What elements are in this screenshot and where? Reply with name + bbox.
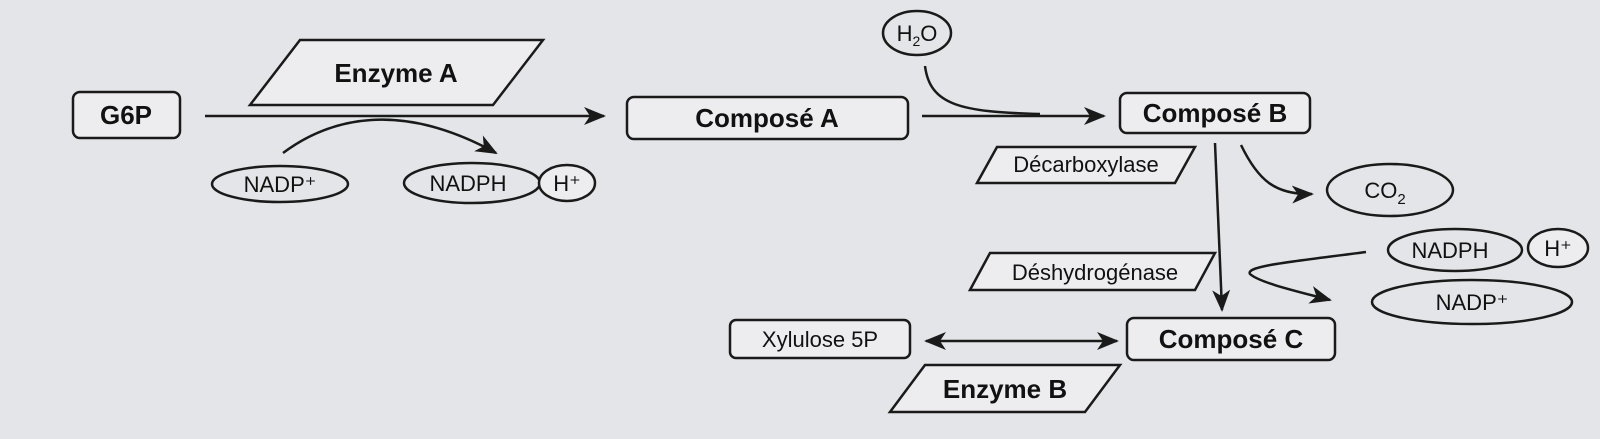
h2o-input-curve [923,65,1041,116]
arrow-compose-b-to-c [1212,142,1231,312]
co2-c: CO [1364,178,1397,203]
compose-c-label: Composé C [1159,324,1304,354]
g6p-node: G6P [71,90,182,140]
h2o-o: O [920,21,937,46]
nadp-node-1: NADP⁺ [210,164,350,204]
h2o-node: H2O [881,9,953,57]
nadp-label-1: NADP⁺ [244,172,317,197]
nadp-label-2: NADP⁺ [1436,290,1509,315]
xylulose-node: Xylulose 5P [728,318,912,360]
enzyme-b-label: Enzyme B [943,374,1067,404]
nadph-node-1: NADPH H⁺ [402,161,597,205]
co2-node: CO2 [1325,162,1455,218]
compose-a-label: Composé A [695,103,839,133]
h2o-sub: 2 [912,33,920,49]
xylulose-label: Xylulose 5P [762,327,878,352]
arrow-nadp-to-nadph [282,118,498,155]
compose-a-node: Composé A [625,95,910,141]
co2-sub: 2 [1397,191,1405,208]
enzyme-b: Enzyme B [887,363,1123,414]
arrow-nadph-to-nadp [1248,250,1367,304]
enzyme-a: Enzyme A [247,38,546,107]
deshydrogenase: Déshydrogénase [967,251,1218,292]
nadph-label-2: NADPH [1411,238,1488,263]
decarboxylase-label: Décarboxylase [1013,152,1159,177]
deshydrogenase-label: Déshydrogénase [1012,260,1178,285]
enzyme-a-label: Enzyme A [334,58,458,88]
nadph-node-2: NADPH H⁺ [1386,227,1590,273]
g6p-label: G6P [100,100,152,130]
compose-b-node: Composé B [1118,91,1312,135]
hplus-label-1: H⁺ [553,171,581,196]
compose-c-node: Composé C [1125,316,1337,362]
compose-b-label: Composé B [1143,98,1287,128]
h2o-h: H [897,21,913,46]
nadp-node-2: NADP⁺ [1370,278,1574,326]
arrow-to-co2 [1239,144,1314,204]
svg-text:H2O: H2O [897,21,938,49]
hplus-label-2: H⁺ [1544,236,1572,261]
nadph-label-1: NADPH [429,171,506,196]
svg-text:CO2: CO2 [1364,178,1405,208]
decarboxylase: Décarboxylase [974,145,1198,185]
